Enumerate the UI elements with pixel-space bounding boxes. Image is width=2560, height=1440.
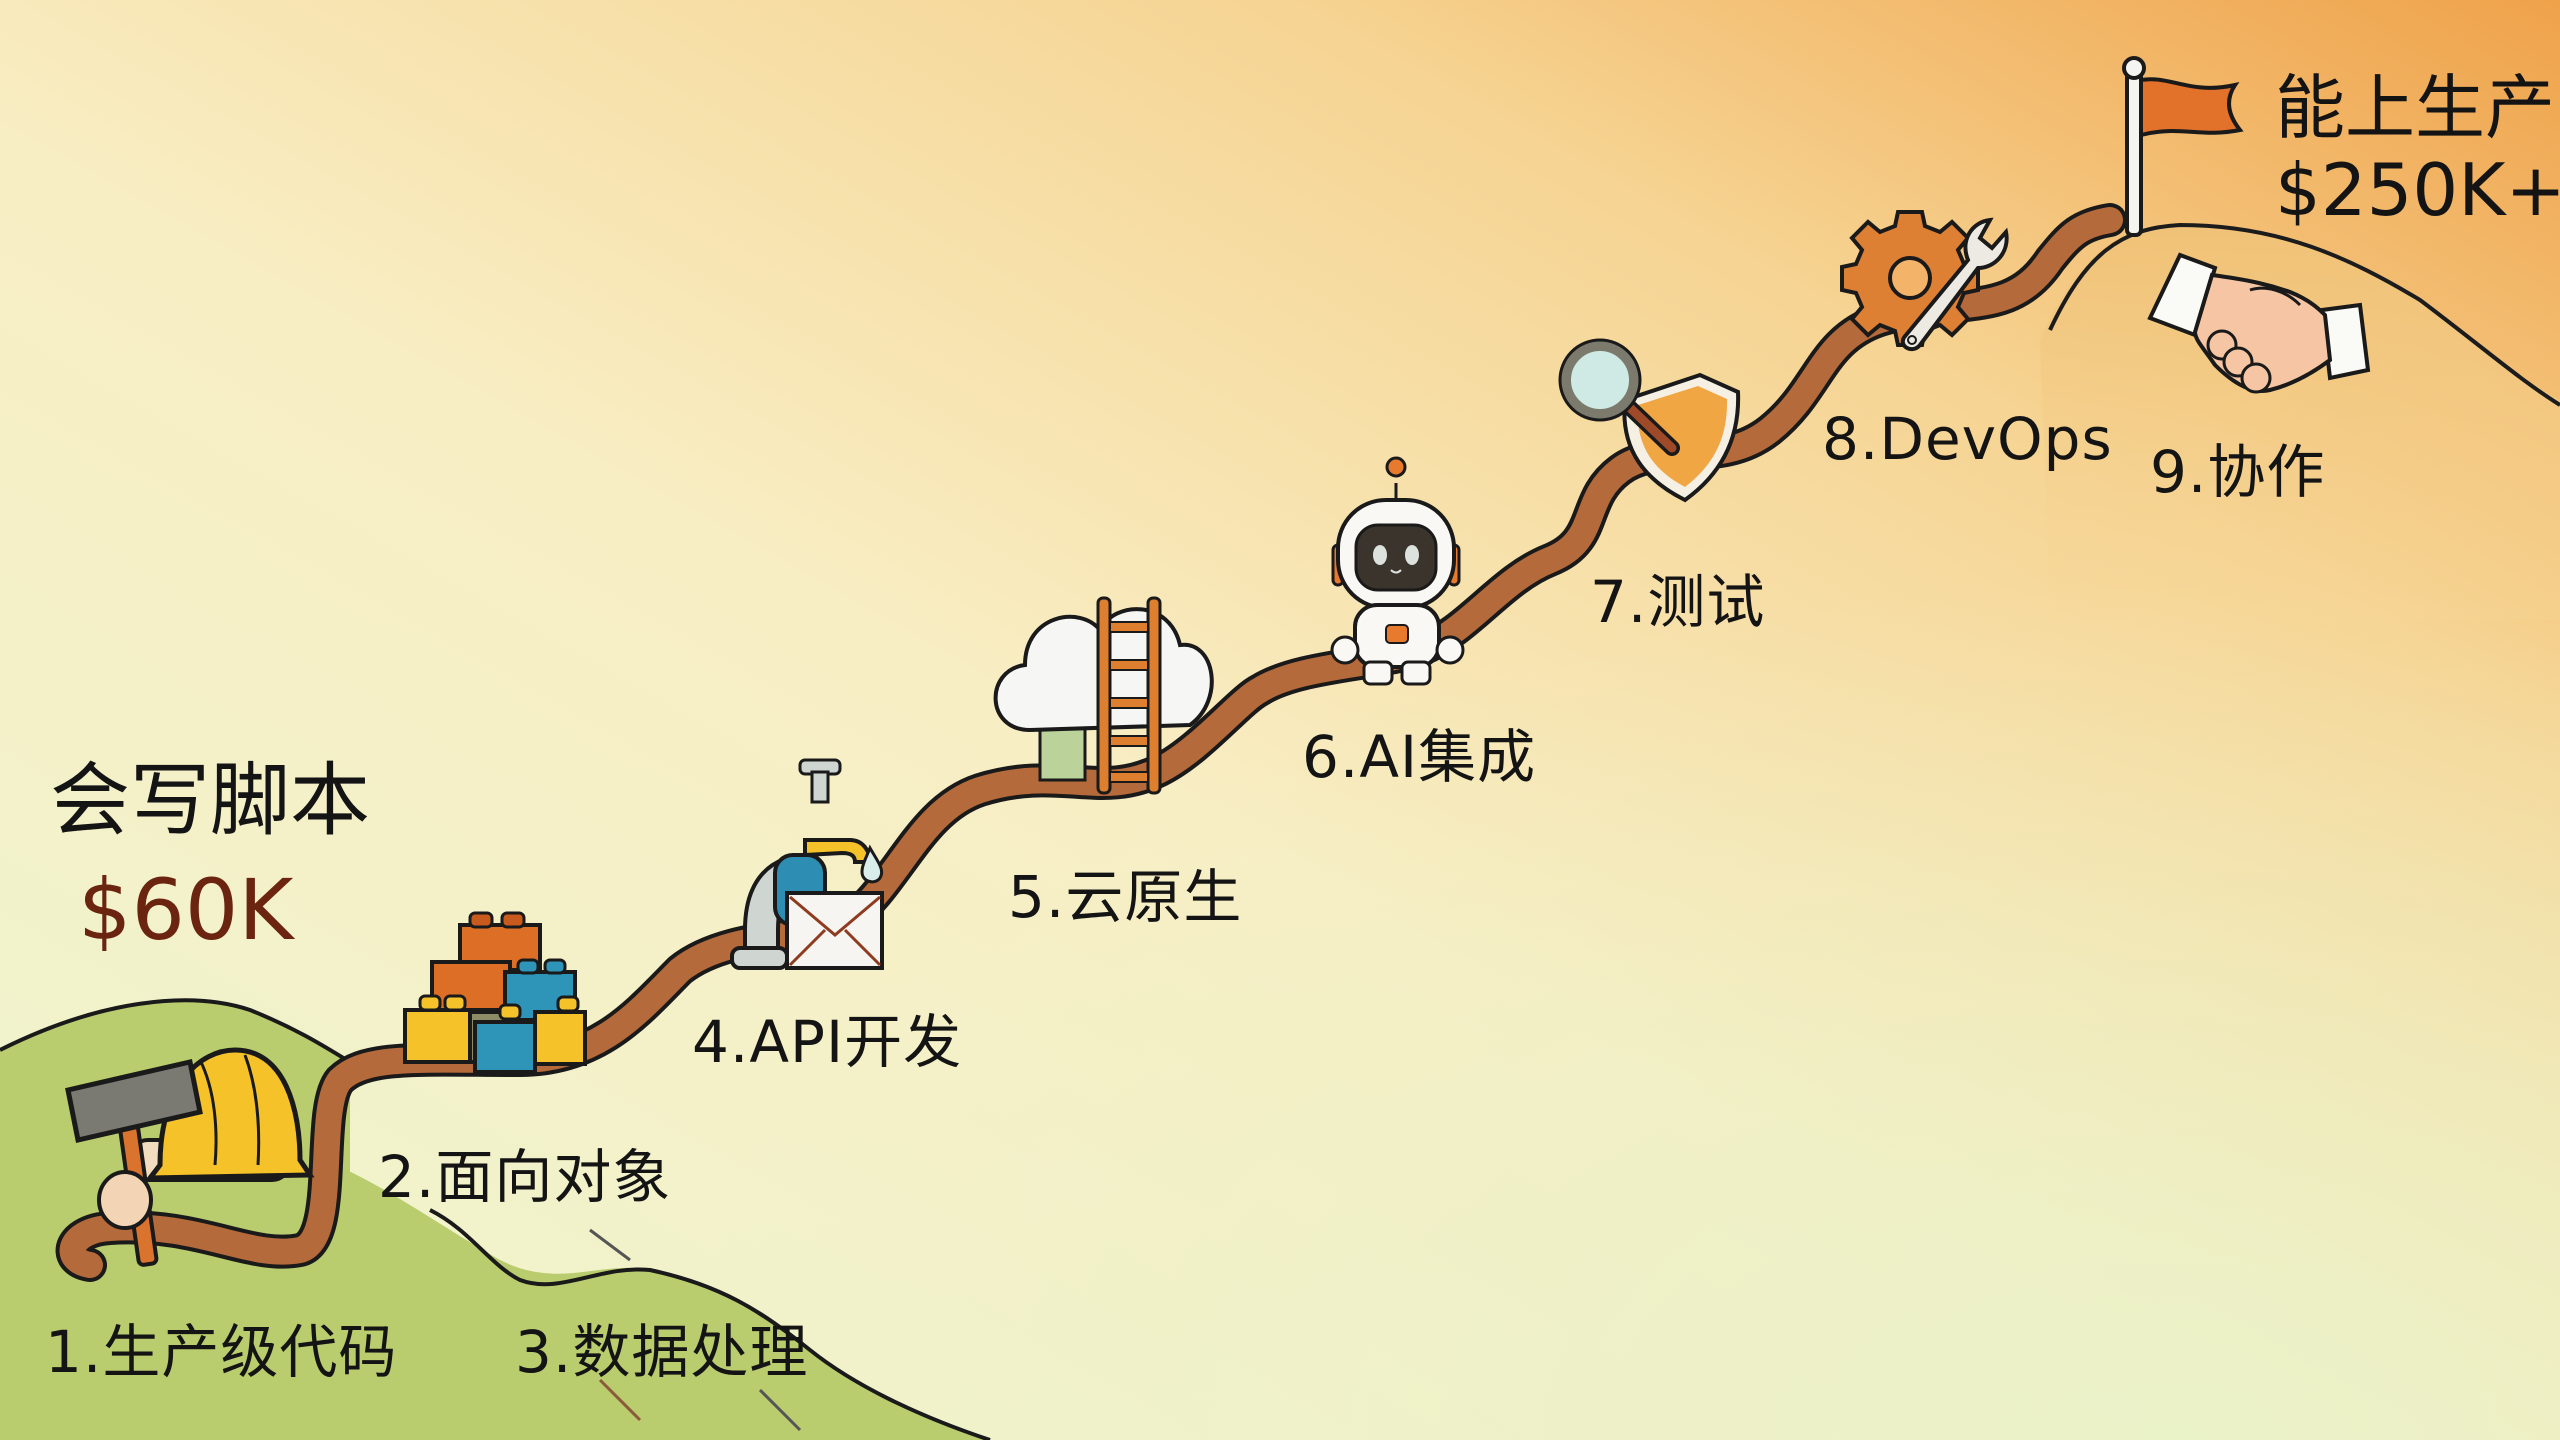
start-salary: $60K (78, 861, 294, 959)
step-number: 3. (515, 1318, 573, 1386)
step-4-label: 4.API开发 (692, 995, 962, 1079)
step-1-label: 1.生产级代码 (45, 1305, 397, 1389)
step-text: 协作 (2207, 438, 2326, 506)
step-6-label: 6.AI集成 (1302, 710, 1536, 794)
step-number: 8. (1822, 405, 1880, 473)
step-3-label: 3.数据处理 (515, 1305, 808, 1389)
step-5-label: 5.云原生 (1008, 850, 1242, 934)
step-text: 数据处理 (572, 1318, 809, 1386)
step-text: 生产级代码 (102, 1318, 398, 1386)
hammer-hardhat-icon (65, 1047, 315, 1267)
step-text: API开发 (749, 1008, 963, 1076)
handshake-icon (2147, 252, 2371, 394)
step-9-label: 9.协作 (2150, 425, 2325, 509)
step-number: 4. (692, 1008, 750, 1076)
robot-icon (1330, 456, 1465, 686)
step-number: 9. (2150, 438, 2208, 506)
building-blocks-icon (403, 911, 587, 1074)
step-number: 7. (1590, 568, 1648, 636)
step-number: 1. (45, 1318, 103, 1386)
goal-title: 能上生产 (2275, 67, 2555, 149)
flag-icon (2122, 56, 2244, 237)
step-2-label: 2.面向对象 (378, 1130, 671, 1214)
step-number: 6. (1302, 723, 1360, 791)
step-text: AI集成 (1359, 723, 1537, 791)
magnifier-shield-icon (1558, 338, 1741, 503)
step-text: DevOps (1879, 405, 2113, 473)
goal-salary: $250K+ (2275, 148, 2560, 232)
cloud-ladder-icon (993, 596, 1214, 795)
faucet-envelope-icon (730, 758, 884, 970)
step-text: 云原生 (1065, 863, 1243, 931)
step-number: 2. (378, 1143, 436, 1211)
step-text: 测试 (1647, 568, 1766, 636)
step-text: 面向对象 (435, 1143, 672, 1211)
step-number: 5. (1008, 863, 1066, 931)
step-7-label: 7.测试 (1590, 555, 1765, 639)
gear-wrench-icon (1840, 210, 2009, 352)
step-8-label: 8.DevOps (1822, 405, 2113, 473)
start-title: 会写脚本 (50, 754, 370, 847)
